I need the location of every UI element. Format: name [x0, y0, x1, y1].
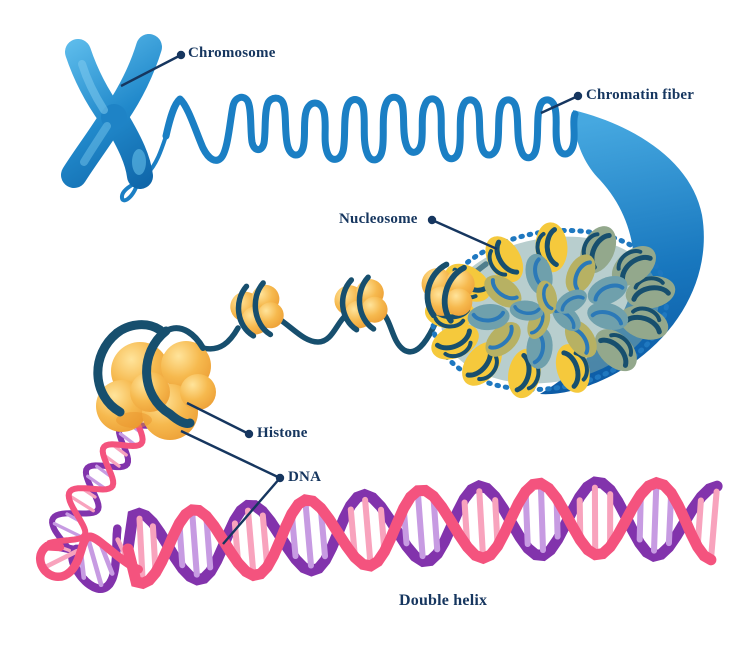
leader-lines	[120, 53, 579, 545]
label-chromosome: Chromosome	[188, 45, 276, 61]
cluster-core-unit	[467, 304, 510, 331]
helix-rung	[665, 493, 675, 547]
helix-rung	[522, 492, 531, 548]
helix-rung	[694, 497, 704, 547]
label-chromatin-fiber: Chromatin fiber	[586, 87, 695, 103]
helix-strand-pink	[46, 402, 155, 546]
label-dna: DNA	[288, 469, 322, 485]
cluster-core-unit	[484, 275, 522, 308]
helix-rung	[244, 507, 257, 574]
nucleosome-unit	[555, 344, 590, 393]
leader-dots	[176, 50, 583, 483]
nucleosome-unit	[625, 275, 676, 309]
chromosome	[61, 34, 162, 189]
histone	[93, 320, 216, 440]
linker-dna-string	[200, 261, 489, 355]
nucleosome-unit	[611, 246, 656, 286]
helix-rung	[203, 517, 214, 571]
cluster-core-unit	[587, 302, 629, 330]
helix-rung	[537, 485, 547, 554]
chromatin-fiber	[120, 93, 579, 203]
helix-rung	[476, 488, 486, 556]
cluster-core-unit	[565, 254, 596, 294]
helix-rung	[708, 488, 720, 558]
helix-rung	[118, 432, 137, 447]
cluster-core-unit	[536, 280, 558, 315]
helix-rung	[149, 523, 159, 572]
helix-strand-pink	[122, 476, 717, 590]
cluster-core-unit	[509, 300, 544, 321]
helix-rung	[43, 548, 80, 570]
label-histone: Histone	[257, 425, 308, 441]
nucleosome-unit	[431, 323, 479, 360]
double-helix	[35, 402, 723, 593]
helix-rung	[430, 497, 441, 553]
helix-rung	[86, 538, 104, 588]
nucleosome-cluster	[424, 222, 676, 399]
helix-rung	[259, 512, 270, 566]
helix-rung	[86, 474, 107, 490]
label-double-helix: Double helix	[399, 592, 488, 609]
nucleosome-unit	[594, 329, 637, 372]
helix-rung	[347, 506, 358, 557]
cluster-core-unit	[587, 275, 628, 306]
cluster-core-unit	[485, 322, 521, 357]
helix-strand-pink	[35, 532, 143, 582]
helix-rung	[492, 497, 501, 546]
helix-rung	[318, 508, 329, 560]
helix-rung	[302, 502, 315, 569]
helix-rung	[189, 512, 200, 578]
label-nucleosome: Nucleosome	[339, 211, 418, 227]
cluster-core-unit	[555, 289, 587, 314]
helix-rung	[650, 485, 660, 554]
nucleosome-unit	[619, 305, 669, 340]
helix-rung	[52, 521, 82, 538]
helix-strand-purple	[122, 476, 723, 586]
helix-rung	[362, 496, 374, 564]
helix-rung	[415, 492, 426, 560]
helix-rung	[69, 494, 95, 513]
